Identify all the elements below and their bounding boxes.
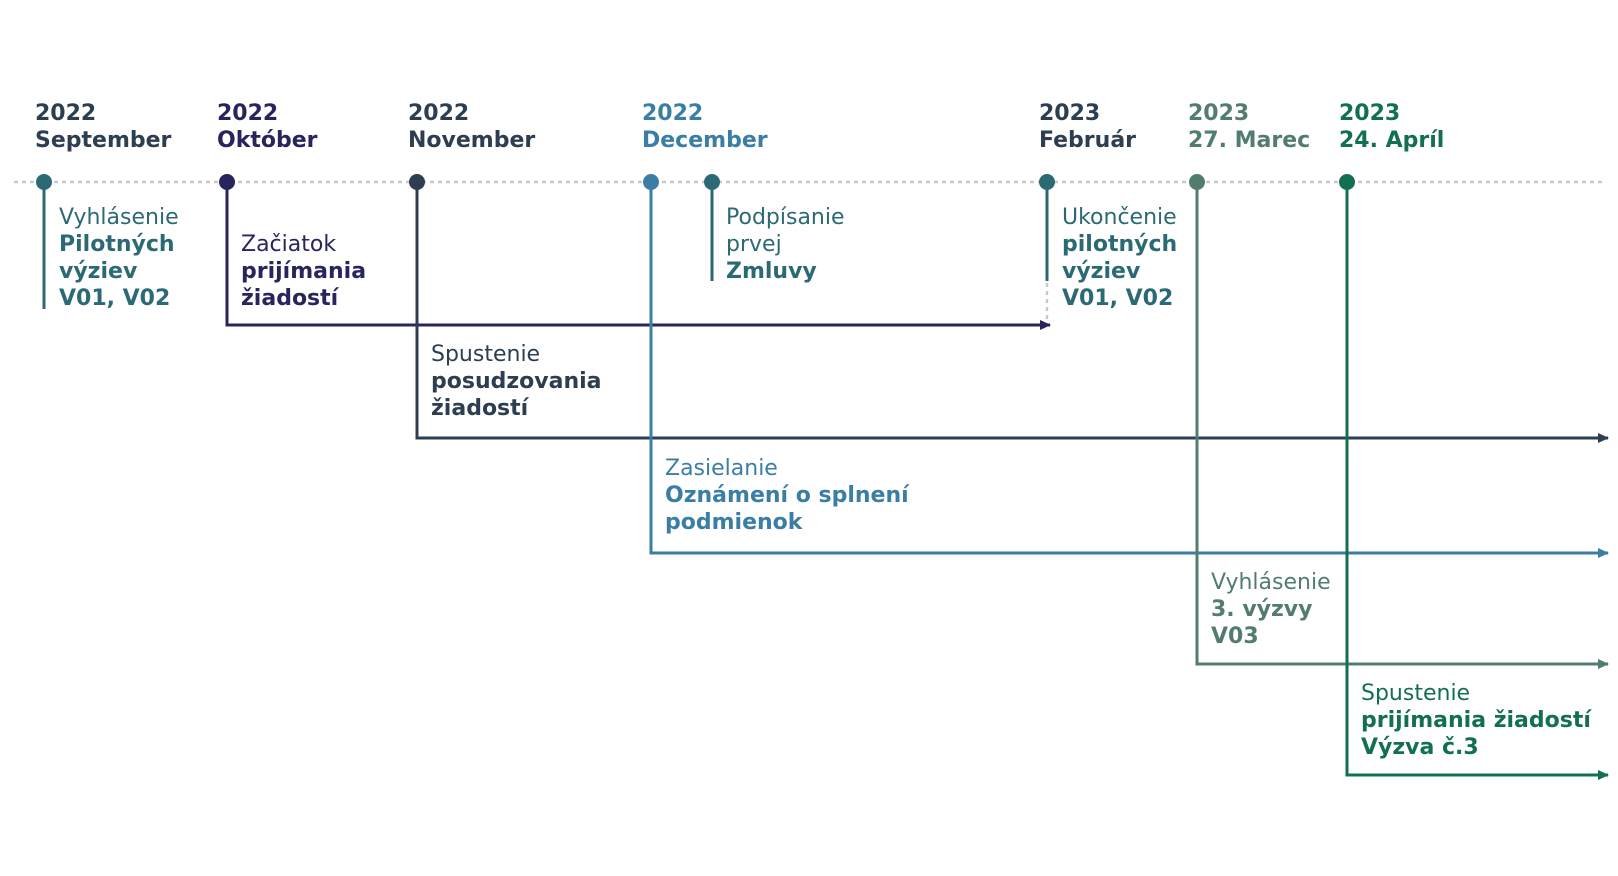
header-month: Február xyxy=(1039,128,1137,153)
event-line: posudzovania xyxy=(431,369,602,394)
event-ukoncenie-pilotnych: Ukončenie pilotných výziev V01, V02 xyxy=(1062,204,1177,312)
event-line: V01, V02 xyxy=(59,286,171,311)
arrow-marec xyxy=(1195,182,1609,669)
header-year: 2022 xyxy=(35,101,97,126)
header-month: December xyxy=(642,128,768,153)
dot-oktober xyxy=(219,174,235,190)
event-vyhlasenie-pilotnych: Vyhlásenie Pilotných výziev V01, V02 xyxy=(59,204,179,312)
event-line: Podpísanie xyxy=(726,205,845,230)
event-vyhlasenie-3-vyzvy: Vyhlásenie 3. výzvy V03 xyxy=(1211,569,1331,650)
dot-december xyxy=(643,174,659,190)
event-line: Zasielanie xyxy=(665,456,778,481)
header-month: 27. Marec xyxy=(1188,128,1311,153)
header-month: Október xyxy=(217,128,318,153)
event-line: Zmluvy xyxy=(726,259,817,284)
header-year: 2023 xyxy=(1339,101,1401,126)
dot-september xyxy=(36,174,52,190)
event-line: prijímania xyxy=(241,259,367,284)
event-line: 3. výzvy xyxy=(1211,597,1313,622)
event-line: prijímania žiadostí xyxy=(1361,708,1591,733)
event-line: prvej xyxy=(726,232,782,257)
event-line: Výzva č.3 xyxy=(1361,735,1479,760)
event-zasielanie-oznameni: Zasielanie Oznámení o splnení podmienok xyxy=(665,455,909,536)
arrow-oktober xyxy=(225,182,1051,330)
header-2022-december: 2022 December xyxy=(642,100,768,154)
header-2022-oktober: 2022 Október xyxy=(217,100,317,154)
header-year: 2023 xyxy=(1039,101,1101,126)
event-zaciatok-prijimania: Začiatok prijímania žiadostí xyxy=(241,231,366,312)
header-2022-november: 2022 November xyxy=(408,100,535,154)
event-line: Začiatok xyxy=(241,232,337,257)
event-line: Vyhlásenie xyxy=(1211,570,1331,595)
event-line: žiadostí xyxy=(431,396,529,421)
arrow-december xyxy=(649,182,1609,558)
event-line: Vyhlásenie xyxy=(59,205,179,230)
header-2023-24-april: 2023 24. Apríl xyxy=(1339,100,1444,154)
event-spustenie-prijimania-v3: Spustenie prijímania žiadostí Výzva č.3 xyxy=(1361,680,1591,761)
header-2023-27-marec: 2023 27. Marec xyxy=(1188,100,1310,154)
header-month: November xyxy=(408,128,536,153)
event-line: Spustenie xyxy=(431,342,541,367)
dot-april xyxy=(1339,174,1355,190)
event-line: pilotných xyxy=(1062,232,1178,257)
header-year: 2022 xyxy=(408,101,470,126)
dot-februar xyxy=(1039,174,1055,190)
event-line: žiadostí xyxy=(241,286,339,311)
header-year: 2022 xyxy=(217,101,279,126)
event-line: Ukončenie xyxy=(1062,205,1177,230)
event-line: výziev xyxy=(1062,259,1141,284)
header-2023-februar: 2023 Február xyxy=(1039,100,1136,154)
event-line: Spustenie xyxy=(1361,681,1471,706)
event-line: V03 xyxy=(1211,624,1259,649)
dot-podpisanie xyxy=(704,174,720,190)
header-year: 2023 xyxy=(1188,101,1250,126)
event-line: výziev xyxy=(59,259,138,284)
event-podpisanie-zmluvy: Podpísanie prvej Zmluvy xyxy=(726,204,845,285)
event-line: Pilotných xyxy=(59,232,175,257)
arrow-november xyxy=(415,182,1609,443)
arrow-april xyxy=(1345,182,1609,780)
event-line: Oznámení o splnení xyxy=(665,483,909,508)
event-line: podmienok xyxy=(665,510,803,535)
header-2022-september: 2022 September xyxy=(35,100,171,154)
header-month: September xyxy=(35,128,172,153)
header-year: 2022 xyxy=(642,101,704,126)
event-spustenie-posudzovania: Spustenie posudzovania žiadostí xyxy=(431,341,602,422)
event-line: V01, V02 xyxy=(1062,286,1174,311)
header-month: 24. Apríl xyxy=(1339,128,1445,153)
dot-marec xyxy=(1189,174,1205,190)
dot-november xyxy=(409,174,425,190)
